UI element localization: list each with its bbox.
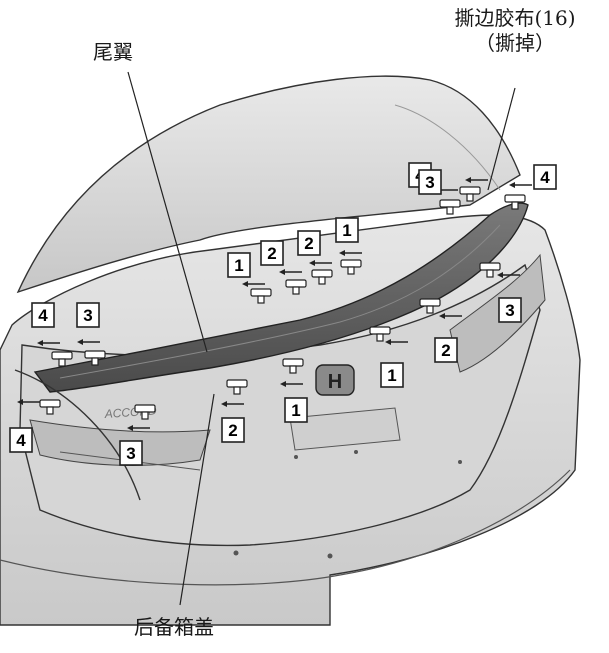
honda-emblem-icon: H	[315, 364, 355, 396]
plate-recess	[289, 407, 401, 451]
clip-number: 3	[126, 444, 135, 463]
clip-number: 2	[304, 234, 313, 253]
arrow-4d	[508, 181, 533, 189]
clip-number: 1	[291, 401, 300, 420]
clip-number-tag: 3	[418, 169, 442, 195]
clip-number-tag: 1	[335, 217, 359, 243]
clip-number: 1	[234, 256, 243, 275]
clip-3d	[439, 199, 461, 215]
tape-label-line2: （撕掉）	[475, 31, 555, 55]
trunk-lid-label: 后备箱盖	[134, 615, 214, 639]
clip-number-tag: 3	[498, 297, 522, 323]
clip-number: 2	[441, 341, 450, 360]
spoiler-label: 尾翼	[93, 40, 133, 64]
clip-number-tag: 4	[9, 427, 33, 453]
clip-number: 2	[267, 244, 276, 263]
svg-text:H: H	[328, 371, 342, 393]
clip-number: 2	[228, 421, 237, 440]
spoiler-shape	[33, 202, 529, 393]
clip-number-tag: 3	[119, 440, 143, 466]
clip-number-tag: 2	[297, 230, 321, 256]
clip-number-tag: 1	[227, 252, 251, 278]
clip-number-tag: 4	[533, 164, 557, 190]
clip-number-tag: 1	[284, 397, 308, 423]
right-tail-lamp	[449, 253, 546, 373]
clip-number-tag: 2	[260, 240, 284, 266]
clip-number: 3	[425, 173, 434, 192]
clip-number-tag: 4	[31, 302, 55, 328]
clip-number-tags: 4341221433211234	[9, 162, 557, 466]
clip-number: 1	[342, 221, 351, 240]
tape-label-line1: 撕边胶布(16)	[454, 6, 576, 30]
clip-number: 4	[16, 431, 26, 450]
clip-number-tag: 3	[76, 302, 100, 328]
rear-window	[16, 75, 521, 294]
clip-number-tag: 1	[380, 362, 404, 388]
clip-number: 3	[83, 306, 92, 325]
clip-number: 1	[387, 366, 396, 385]
clip-number-tag: 2	[434, 337, 458, 363]
clip-number-tag: 2	[221, 417, 245, 443]
clip-number: 3	[505, 301, 514, 320]
clip-number: 4	[540, 168, 550, 187]
tape-label: 撕边胶布(16) （撕掉）	[440, 6, 590, 56]
clip-number: 4	[38, 306, 48, 325]
